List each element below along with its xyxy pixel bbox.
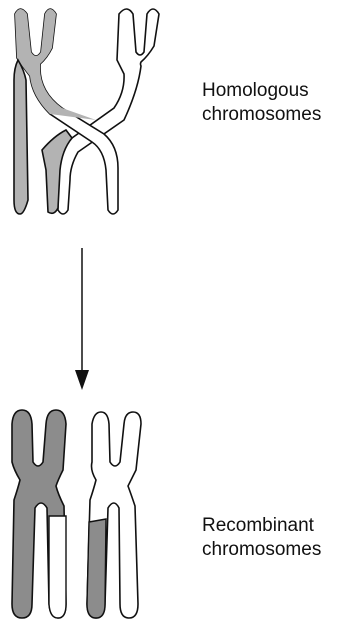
recombinant-label: Recombinant chromosomes	[202, 514, 321, 562]
recombinant-label-line1: Recombinant	[202, 514, 321, 538]
homologous-label-line2: chromosomes	[202, 103, 321, 127]
homologous-label-line1: Homologous	[202, 79, 321, 103]
recombinant-right-gray-segment	[87, 519, 106, 618]
process-arrow	[75, 248, 89, 390]
homologous-label: Homologous chromosomes	[202, 79, 321, 127]
gray-lower-left	[14, 60, 28, 214]
recombinant-label-line2: chromosomes	[202, 538, 321, 562]
recombinant-chromosomes	[12, 410, 141, 618]
recombinant-left-white-segment	[49, 516, 66, 618]
homologous-chromosomes	[14, 9, 159, 214]
